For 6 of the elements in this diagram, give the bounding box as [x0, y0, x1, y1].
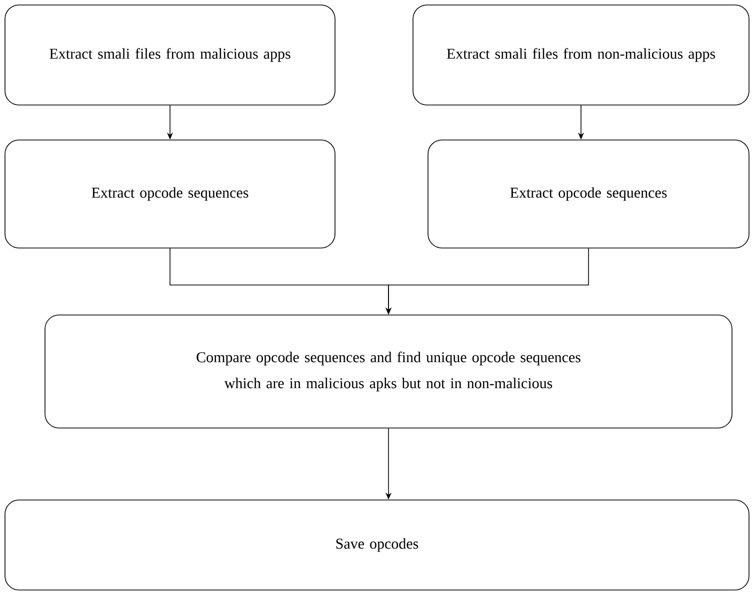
process-box: Extract opcode sequences — [428, 140, 750, 248]
process-box: Extract opcode sequences — [4, 140, 336, 248]
process-box: Save opcodes — [4, 500, 750, 590]
process-box: Extract smali files from non-malicious apps — [412, 4, 750, 106]
process-box: Compare opcode sequences and find unique opcode sequences which are in malicious apks but not in non-malicious — [44, 314, 732, 428]
process-box: Extract smali files from malicious apps — [4, 4, 336, 106]
